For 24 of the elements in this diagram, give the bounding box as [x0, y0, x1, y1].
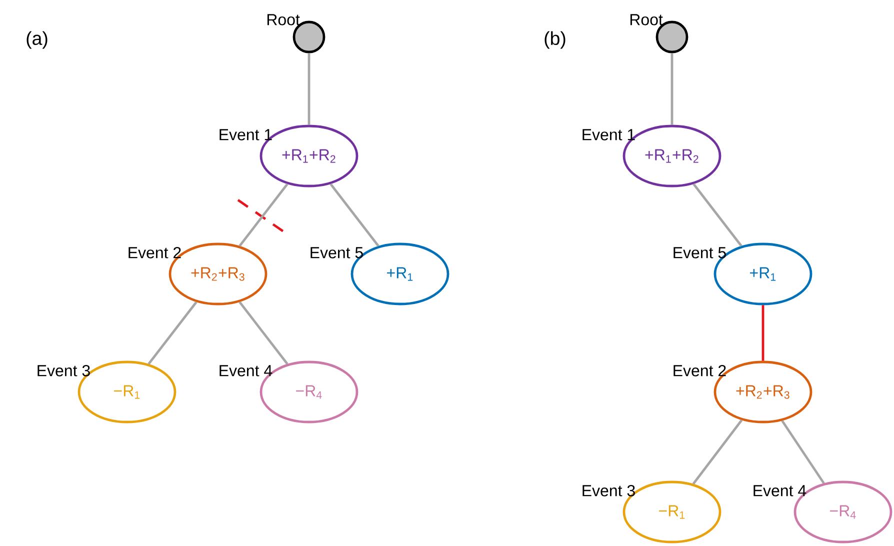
connector-line: [692, 183, 742, 247]
connector-line: [148, 301, 198, 365]
connector-line: [670, 53, 674, 125]
event-label: Event 3: [38, 365, 90, 376]
event-label: Event 3: [582, 485, 635, 496]
event-label: Event 5: [310, 247, 363, 258]
panel-label: (b): [544, 31, 566, 49]
connector-line: [308, 53, 310, 125]
node-label: Root: [267, 14, 300, 26]
event-label: Event 2: [128, 247, 181, 258]
connector-line: [781, 420, 825, 484]
event-label: Event 2: [674, 365, 726, 376]
connector-line: [238, 301, 288, 365]
event-label: Event 1: [220, 129, 272, 140]
event-label: Event 4: [754, 485, 806, 496]
connector-line: [238, 183, 288, 247]
connector-line: [762, 305, 764, 361]
event-label: Event 4: [220, 365, 272, 376]
connector-line: [330, 183, 380, 247]
node-label: Root: [630, 14, 663, 26]
connector-line: [692, 419, 743, 485]
event-label: Event 5: [674, 247, 726, 258]
panel-label: (a): [26, 31, 48, 49]
event-label: Event 1: [582, 129, 635, 140]
